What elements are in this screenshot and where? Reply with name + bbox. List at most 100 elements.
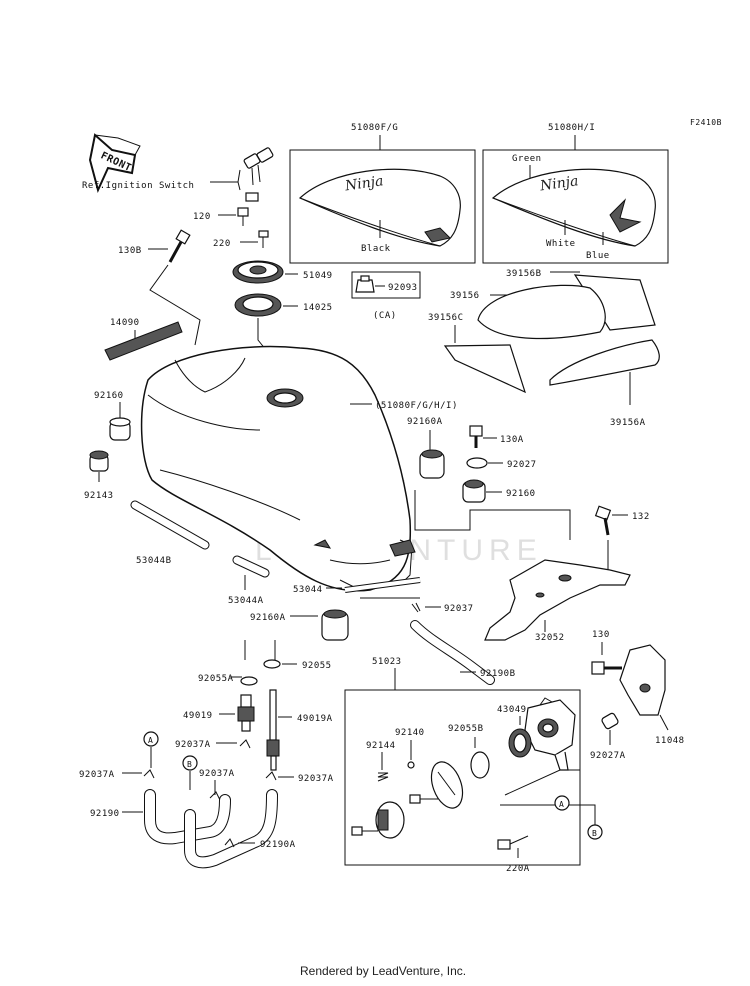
right-panel-title: 51080H/I	[548, 123, 595, 133]
label-220: 220	[213, 239, 231, 249]
label-92190: 92190	[90, 809, 120, 819]
bolt-130-icon	[591, 661, 622, 675]
decal-text-right: Ninja	[538, 173, 579, 194]
ref-b-right	[587, 824, 603, 840]
label-43049: 43049	[497, 705, 527, 715]
decal-text-left: Ninja	[343, 173, 384, 194]
bolt-120-icon	[237, 207, 249, 226]
ref-a-left	[143, 731, 159, 747]
label-53044b: 53044B	[136, 556, 172, 566]
bolt-130a-icon	[469, 425, 483, 448]
label-39156a: 39156A	[610, 418, 646, 428]
o-ring-92055a-icon	[240, 676, 258, 686]
label-51049: 51049	[303, 271, 333, 281]
label-92027: 92027	[507, 460, 537, 470]
box-51023	[344, 689, 581, 866]
svg-text:B: B	[592, 829, 597, 838]
pad-39156c-shape	[443, 344, 526, 394]
fuel-filter-49019a-icon	[266, 689, 280, 771]
label-51023: 51023	[372, 657, 402, 667]
part-120-shape	[245, 192, 259, 202]
label-92160-right: 92160	[506, 489, 536, 499]
fuel-cap-51049-icon	[232, 260, 284, 284]
tank-decal-left: Ninja	[298, 168, 461, 247]
decal-panel-right	[482, 149, 669, 264]
gasket-14025-icon	[234, 293, 282, 317]
label-92190b: 92190B	[480, 669, 516, 679]
label-39156b: 39156B	[506, 269, 542, 279]
bracket-32052-shape	[484, 559, 631, 641]
hose-92190-shape	[144, 789, 231, 845]
ref-ignition-label: Ref.Ignition Switch	[82, 181, 194, 191]
label-92160a-top: 92160A	[407, 417, 443, 427]
label-39156c: 39156C	[428, 313, 464, 323]
clip-92037-icon	[411, 602, 421, 613]
label-14025: 14025	[303, 303, 333, 313]
color-green-label: Green	[512, 154, 542, 164]
bolt-220a-icon	[497, 835, 529, 850]
collar-92027a-icon	[601, 712, 619, 730]
bolt-220-icon	[258, 230, 269, 248]
decal-panel-left	[289, 149, 476, 264]
screw-icon-1	[409, 794, 438, 804]
screw-icon-2	[351, 826, 378, 836]
label-130b: 130B	[118, 246, 142, 256]
clip-92037a-3-icon	[209, 791, 221, 801]
ref-b-left	[182, 755, 198, 771]
label-49019: 49019	[183, 711, 213, 721]
label-39156: 39156	[450, 291, 480, 301]
label-tank-ref: (51080F/G/H/I)	[375, 401, 458, 411]
tank-decal-right: Ninja	[491, 168, 656, 247]
clip-92037a-2-icon	[143, 769, 155, 779]
fuel-cock-body-icon	[524, 697, 576, 771]
label-220a: 220A	[506, 864, 530, 874]
label-ca: (CA)	[373, 311, 397, 321]
grommet-92143-icon	[89, 450, 109, 472]
label-11048: 11048	[655, 736, 685, 746]
lever-knob-icon	[375, 801, 405, 839]
grommet-92160a-mid-icon	[321, 609, 349, 641]
label-92055a: 92055A	[198, 674, 234, 684]
fuel-tank	[140, 345, 413, 592]
gasket-43049-icon	[508, 728, 532, 758]
left-panel-title: 51080F/G	[351, 123, 398, 133]
pad-39156-shape	[477, 284, 606, 340]
grommet-92160a-top-icon	[419, 449, 445, 479]
svg-text:A: A	[148, 736, 153, 745]
spring-92144-icon	[377, 772, 389, 782]
collar-92027-icon	[466, 457, 488, 469]
label-120: 120	[193, 212, 211, 222]
label-92144: 92144	[366, 741, 396, 751]
ball-92140-icon	[407, 761, 415, 769]
label-32052: 32052	[535, 633, 565, 643]
ignition-key-icon	[243, 147, 274, 186]
label-92160a-mid: 92160A	[250, 613, 286, 623]
label-92027a: 92027A	[590, 751, 626, 761]
diagram-id: F2410B	[690, 118, 722, 127]
footer-credit: Rendered by LeadVenture, Inc.	[300, 964, 466, 978]
label-92037: 92037	[444, 604, 474, 614]
label-92140: 92140	[395, 728, 425, 738]
label-130: 130	[592, 630, 610, 640]
fuel-filter-49019-icon	[237, 694, 255, 732]
label-92037a-2: 92037A	[79, 770, 115, 780]
label-92037a-4: 92037A	[298, 774, 334, 784]
grommet-92160-left-icon	[109, 417, 131, 441]
svg-text:A: A	[559, 800, 564, 809]
label-53044: 53044	[293, 585, 323, 595]
label-132: 132	[632, 512, 650, 522]
strip-14090-shape	[104, 321, 183, 361]
label-92160-left: 92160	[94, 391, 124, 401]
ref-a-right	[554, 795, 570, 811]
hose-92190a-shape	[184, 789, 278, 869]
color-black-label: Black	[361, 244, 391, 254]
label-130a: 130A	[500, 435, 524, 445]
bracket-11048-shape	[619, 644, 666, 716]
clip-92037a-1-icon	[239, 739, 251, 749]
clip-92037a-4-icon	[265, 771, 277, 781]
color-blue-label: Blue	[586, 251, 610, 261]
label-92037a-1: 92037A	[175, 740, 211, 750]
label-92190a: 92190A	[260, 840, 296, 850]
label-53044a: 53044A	[228, 596, 264, 606]
